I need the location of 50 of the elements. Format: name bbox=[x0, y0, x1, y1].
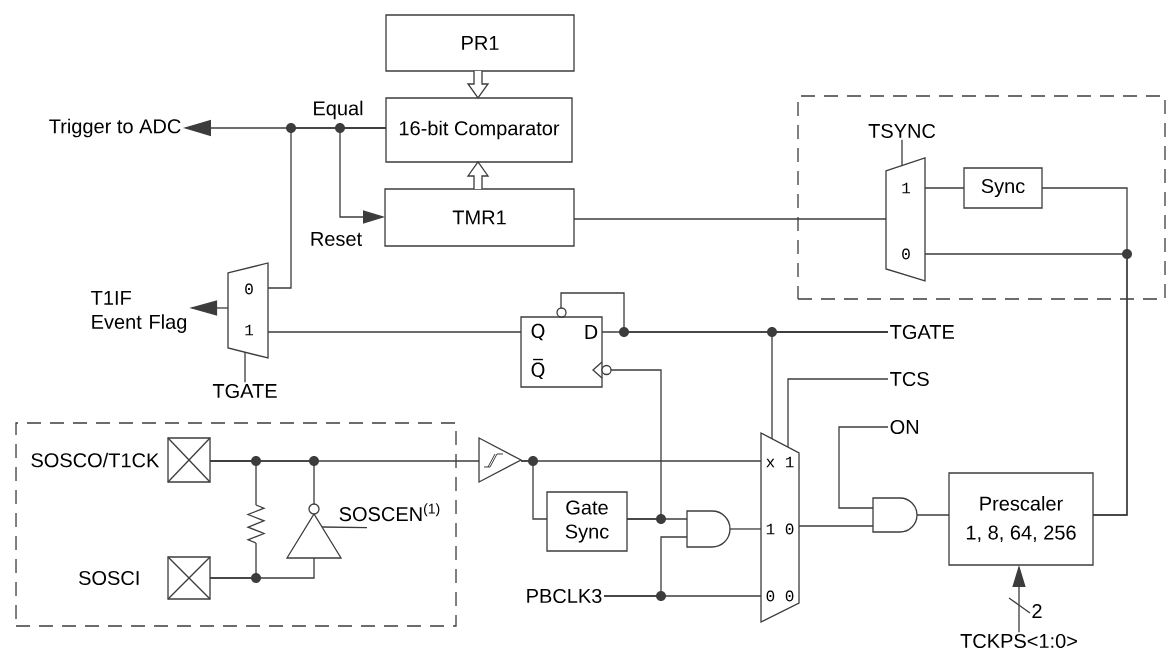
wire bbox=[520, 460, 548, 520]
and-gate bbox=[872, 497, 918, 533]
signal-label: PBCLK3 bbox=[527, 588, 602, 604]
comparator-box: 16-bit Comparator bbox=[385, 97, 573, 163]
wire bbox=[560, 292, 889, 333]
pin-label: SOSCO/T1CK bbox=[31, 452, 160, 468]
signal-label: TSYNC bbox=[868, 123, 936, 139]
resistor bbox=[246, 504, 266, 544]
prescaler-box: Prescaler 1, 8, 64, 256 bbox=[948, 472, 1094, 566]
wire bbox=[729, 528, 762, 530]
multiplexer: 1 0 bbox=[885, 157, 926, 282]
edge-label: 2 bbox=[1030, 603, 1044, 619]
wire bbox=[321, 526, 368, 529]
wire bbox=[573, 218, 887, 220]
wire bbox=[244, 351, 246, 383]
dashed-boundary bbox=[797, 95, 1166, 300]
signal-label: TGATE bbox=[890, 324, 954, 340]
signal-label: TCKPS<1:0> bbox=[960, 633, 1077, 649]
pin-label: SOSCI bbox=[79, 570, 139, 586]
wire bbox=[267, 127, 387, 289]
and-gate bbox=[686, 510, 731, 548]
wire bbox=[209, 557, 315, 579]
wire bbox=[209, 460, 315, 505]
wire bbox=[603, 536, 688, 597]
edge-label: Equal bbox=[311, 99, 365, 121]
wire bbox=[901, 139, 903, 167]
wire bbox=[924, 253, 1128, 516]
wire bbox=[787, 378, 889, 448]
wire bbox=[838, 426, 889, 509]
wire bbox=[798, 525, 874, 527]
flip-flop: Q D Q̅ bbox=[520, 307, 612, 388]
wire bbox=[916, 514, 950, 516]
signal-label: TCS bbox=[890, 371, 929, 387]
signal-label: Trigger to ADC bbox=[49, 118, 181, 138]
bus-arrow bbox=[466, 70, 490, 100]
register-box: PR1 bbox=[385, 14, 575, 72]
signal-label: TGATE bbox=[212, 383, 277, 399]
edge-label: Reset bbox=[308, 231, 364, 247]
sync-box: Gate Sync bbox=[546, 491, 628, 552]
wire bbox=[267, 331, 522, 333]
wire bbox=[924, 187, 965, 189]
signal-label: SOSCEN$^{(1)}$ bbox=[339, 503, 440, 522]
register-box: TMR1 bbox=[384, 188, 575, 247]
signal-label: ON bbox=[890, 419, 919, 435]
multiplexer: 0 1 bbox=[227, 262, 269, 359]
bus-arrow bbox=[466, 160, 490, 190]
sync-box: Sync bbox=[963, 167, 1043, 209]
signal-label: T1IF Event Flag bbox=[91, 291, 187, 333]
dashed-boundary bbox=[15, 422, 457, 627]
wire bbox=[610, 369, 662, 520]
